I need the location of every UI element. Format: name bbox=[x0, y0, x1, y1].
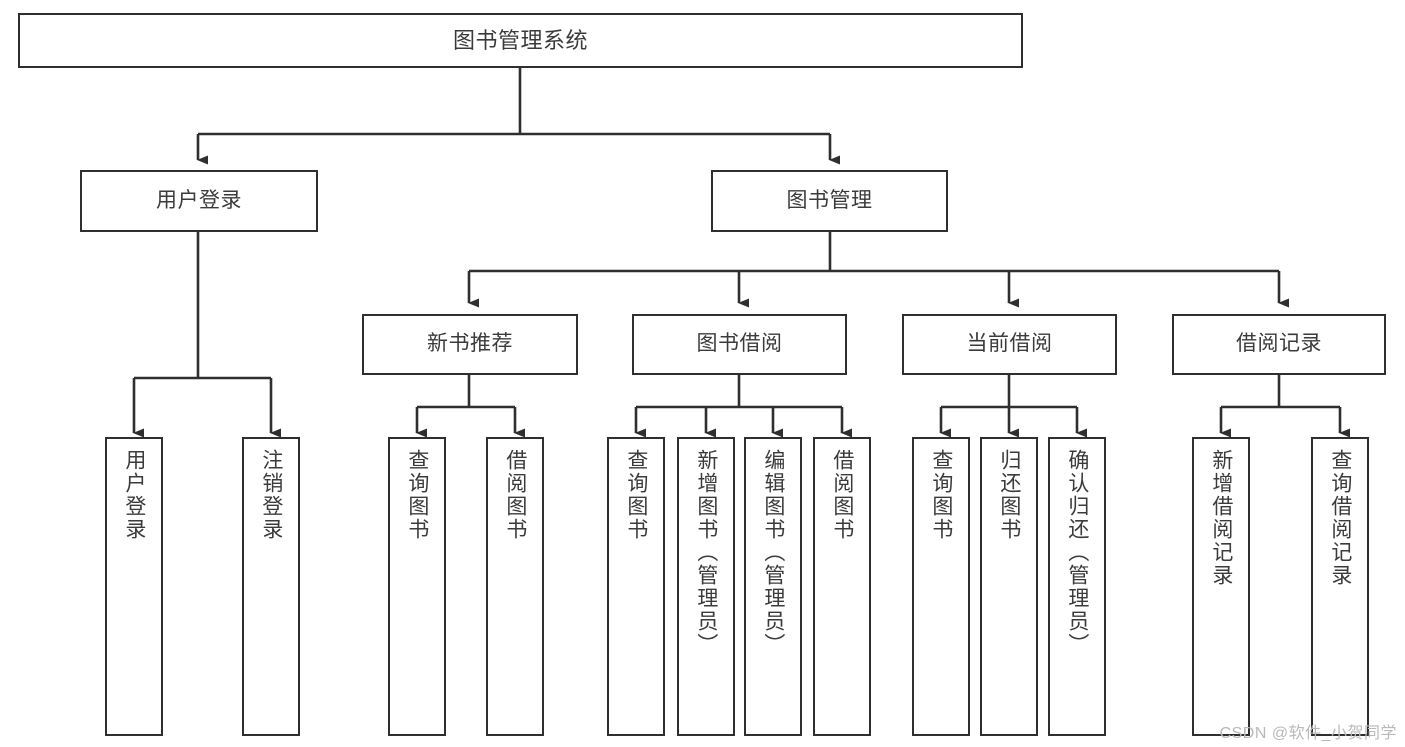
node-user-login[interactable]: 用户登录 bbox=[80, 170, 318, 232]
leaf-borrow-book-new[interactable]: 借阅图书 bbox=[486, 437, 544, 736]
node-label: 注销登录 bbox=[259, 449, 283, 541]
node-label: 编辑图书（管理员） bbox=[761, 449, 785, 656]
node-label: 查询图书 bbox=[929, 449, 953, 541]
node-root-book-management-system[interactable]: 图书管理系统 bbox=[18, 13, 1023, 68]
node-label: 新增借阅记录 bbox=[1209, 449, 1233, 587]
node-label: 用户登录 bbox=[156, 188, 242, 212]
node-label: 确认归还（管理员） bbox=[1065, 449, 1089, 656]
leaf-add-borrow-record[interactable]: 新增借阅记录 bbox=[1192, 437, 1250, 736]
node-label: 当前借阅 bbox=[966, 332, 1053, 356]
leaf-return-book[interactable]: 归还图书 bbox=[980, 437, 1038, 736]
node-current-borrow[interactable]: 当前借阅 bbox=[902, 314, 1117, 375]
watermark: CSDN @软件_小贺同学 bbox=[1219, 725, 1397, 742]
node-new-book-recommend[interactable]: 新书推荐 bbox=[362, 314, 578, 375]
node-label: 查询图书 bbox=[405, 449, 429, 541]
leaf-edit-book-admin[interactable]: 编辑图书（管理员） bbox=[744, 437, 802, 736]
leaf-query-borrow-record[interactable]: 查询借阅记录 bbox=[1311, 437, 1369, 736]
node-borrow-record[interactable]: 借阅记录 bbox=[1172, 314, 1386, 375]
node-label: 新书推荐 bbox=[427, 332, 513, 356]
leaf-confirm-return-admin[interactable]: 确认归还（管理员） bbox=[1048, 437, 1106, 736]
leaf-user-login[interactable]: 用户登录 bbox=[105, 437, 163, 736]
node-label: 图书借阅 bbox=[696, 332, 783, 356]
leaf-logout[interactable]: 注销登录 bbox=[242, 437, 300, 736]
node-book-management[interactable]: 图书管理 bbox=[711, 170, 948, 232]
leaf-query-book-new[interactable]: 查询图书 bbox=[388, 437, 446, 736]
node-label: 借阅图书 bbox=[503, 449, 527, 541]
node-label: 借阅记录 bbox=[1236, 332, 1322, 356]
leaf-query-book-current[interactable]: 查询图书 bbox=[912, 437, 970, 736]
node-book-borrow[interactable]: 图书借阅 bbox=[632, 314, 847, 375]
node-label: 图书管理系统 bbox=[452, 27, 588, 53]
leaf-add-book-admin[interactable]: 新增图书（管理员） bbox=[677, 437, 735, 736]
node-label: 用户登录 bbox=[122, 449, 146, 541]
node-label: 归还图书 bbox=[997, 449, 1021, 541]
node-label: 查询图书 bbox=[624, 449, 648, 541]
leaf-borrow-book[interactable]: 借阅图书 bbox=[813, 437, 871, 736]
node-label: 借阅图书 bbox=[830, 449, 854, 541]
node-label: 新增图书（管理员） bbox=[694, 449, 718, 656]
leaf-query-book-borrow[interactable]: 查询图书 bbox=[607, 437, 665, 736]
node-label: 图书管理 bbox=[786, 188, 873, 212]
node-label: 查询借阅记录 bbox=[1328, 449, 1352, 587]
